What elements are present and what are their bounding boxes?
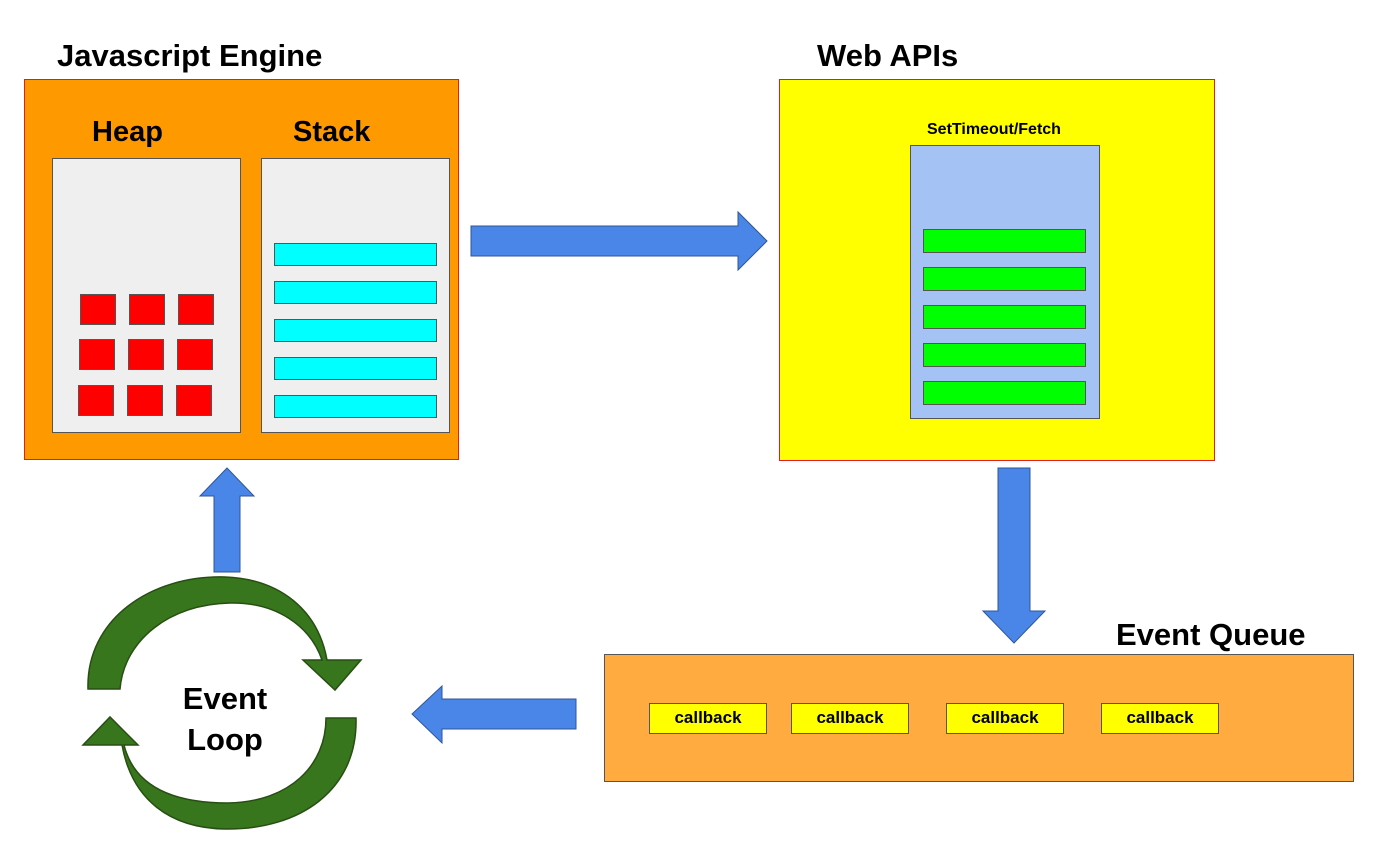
event-loop-label-line2: Loop [187, 722, 263, 757]
event-loop-label: Event Loop [160, 678, 290, 760]
api-task [923, 305, 1086, 329]
heap-object [79, 339, 115, 370]
stack-frame [274, 243, 437, 266]
web-apis-title: Web APIs [817, 38, 959, 73]
heap-object [176, 385, 212, 416]
heap-object [128, 339, 164, 370]
arrow-loop-to-engine [198, 467, 256, 573]
heap-object [178, 294, 214, 325]
event-loop-label-line1: Event [182, 681, 268, 716]
stack-frame [274, 281, 437, 304]
api-task [923, 229, 1086, 253]
callback-item: callback [946, 703, 1064, 734]
settimeout-fetch-label: SetTimeout/Fetch [927, 121, 1061, 138]
loop-arrow-bottom [81, 715, 357, 830]
heap-label: Heap [92, 116, 163, 148]
callback-item: callback [1101, 703, 1219, 734]
callback-item: callback [791, 703, 909, 734]
arrow-webapis-to-queue [981, 467, 1047, 644]
event-queue-title: Event Queue [1116, 617, 1306, 652]
stack-frame [274, 357, 437, 380]
heap-object [80, 294, 116, 325]
heap-object [78, 385, 114, 416]
api-task [923, 381, 1086, 405]
api-task [923, 343, 1086, 367]
stack-frame [274, 395, 437, 418]
engine-title: Javascript Engine [57, 38, 323, 73]
api-task [923, 267, 1086, 291]
heap-object [127, 385, 163, 416]
stack-label: Stack [293, 116, 371, 148]
heap-object [129, 294, 165, 325]
heap-object [177, 339, 213, 370]
callback-item: callback [649, 703, 767, 734]
arrow-queue-to-loop [411, 684, 577, 745]
stack-frame [274, 319, 437, 342]
loop-arrow-top [87, 576, 363, 692]
arrow-engine-to-webapis [470, 210, 768, 272]
